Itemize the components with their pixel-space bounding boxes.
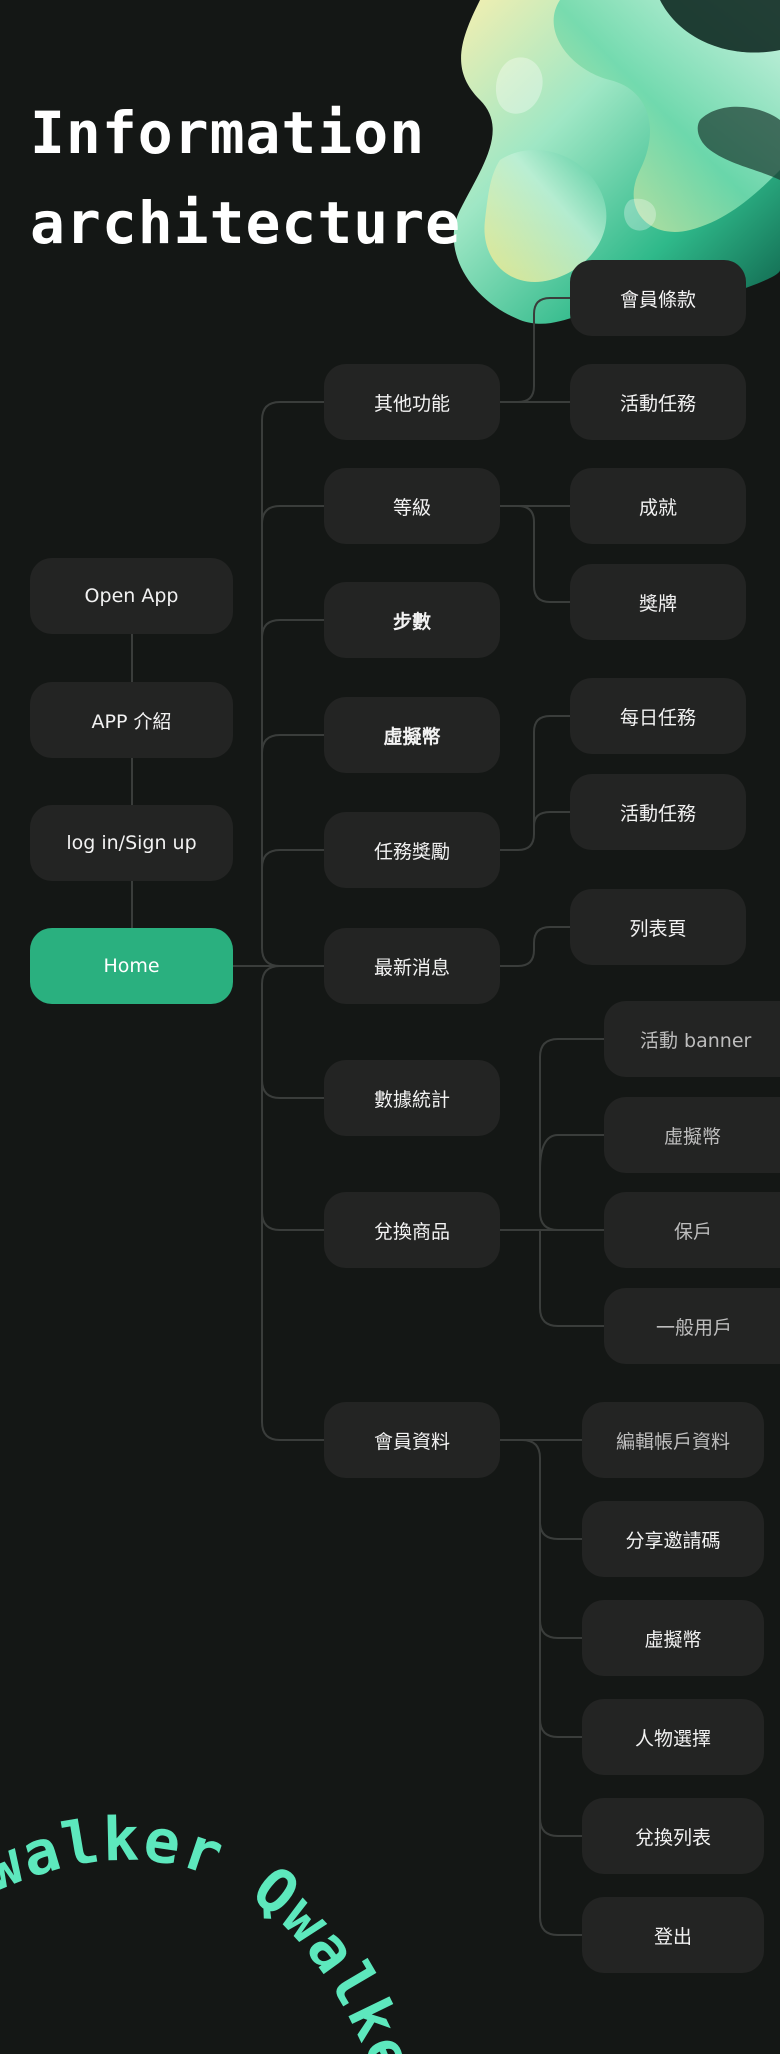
sub-node-label: 分享邀請碼: [625, 1529, 721, 1552]
flow-node-label: APP 介紹: [91, 710, 172, 733]
module-node-label: 等級: [392, 496, 431, 519]
module-node-member[interactable]: 會員資料: [324, 1402, 500, 1478]
sub-node-label: 每日任務: [619, 706, 696, 729]
sub-node-event-banner[interactable]: 活動 banner: [604, 1001, 780, 1077]
flow-node-home[interactable]: Home: [30, 928, 233, 1004]
sub-node-list-page[interactable]: 列表頁: [570, 889, 746, 965]
title-line-1: Information: [30, 99, 426, 167]
module-node-label: 任務獎勵: [373, 840, 450, 863]
sub-node-label: 活動任務: [619, 802, 696, 825]
module-node-label: 兌換商品: [373, 1220, 450, 1243]
sub-node-label: 虛擬幣: [664, 1125, 722, 1148]
sub-node-label: 兌換列表: [634, 1826, 711, 1849]
module-node-label: 最新消息: [373, 956, 450, 979]
sub-node-event-task[interactable]: 活動任務: [570, 364, 746, 440]
module-node-stats[interactable]: 數據統計: [324, 1060, 500, 1136]
flow-node-label: Open App: [84, 585, 179, 607]
sub-node-daily-task[interactable]: 每日任務: [570, 678, 746, 754]
sub-node-label: 保戶: [674, 1220, 713, 1243]
sub-node-event-task-b[interactable]: 活動任務: [570, 774, 746, 850]
sub-node-coin-c[interactable]: 虛擬幣: [582, 1600, 764, 1676]
sub-node-insured[interactable]: 保戶: [604, 1192, 780, 1268]
module-node-exchange[interactable]: 兌換商品: [324, 1192, 500, 1268]
brand-curve-label: Qwalker Qwalke: [0, 1805, 426, 2054]
module-node-label: 會員資料: [373, 1430, 450, 1453]
brand-curve-text: Qwalker Qwalke: [0, 1805, 428, 2054]
sub-node-medal[interactable]: 獎牌: [570, 564, 746, 640]
page-title: Information architecture: [30, 88, 461, 268]
sub-node-label: 活動任務: [619, 392, 696, 415]
sub-node-share-invite[interactable]: 分享邀請碼: [582, 1501, 764, 1577]
sub-node-logout[interactable]: 登出: [582, 1897, 764, 1973]
sub-node-label: 活動 banner: [640, 1029, 752, 1052]
sub-node-coin-b[interactable]: 虛擬幣: [604, 1097, 780, 1173]
module-node-level[interactable]: 等級: [324, 468, 500, 544]
sub-node-label: 列表頁: [629, 917, 687, 940]
flow-node-app-intro[interactable]: APP 介紹: [30, 682, 233, 758]
sub-node-exchange-list[interactable]: 兌換列表: [582, 1798, 764, 1874]
sub-node-general-user[interactable]: 一般用戶: [604, 1288, 780, 1364]
sub-node-terms[interactable]: 會員條款: [570, 260, 746, 336]
sub-node-label: 編輯帳戶資料: [615, 1430, 730, 1453]
module-node-other[interactable]: 其他功能: [324, 364, 500, 440]
flow-node-label: log in/Sign up: [66, 832, 197, 854]
sub-node-label: 登出: [653, 1925, 692, 1948]
module-node-label: 其他功能: [373, 392, 450, 415]
sub-node-edit-account[interactable]: 編輯帳戶資料: [582, 1402, 764, 1478]
module-node-label: 步數: [392, 610, 431, 633]
module-node-steps[interactable]: 步數: [324, 582, 500, 658]
sub-node-achievement[interactable]: 成就: [570, 468, 746, 544]
module-node-news[interactable]: 最新消息: [324, 928, 500, 1004]
decorative-3d-blob: [453, 0, 780, 324]
flow-node-open-app[interactable]: Open App: [30, 558, 233, 634]
sub-node-label: 虛擬幣: [644, 1628, 702, 1651]
flow-node-label: Home: [103, 955, 160, 977]
sub-node-label: 會員條款: [619, 288, 696, 311]
sub-node-label: 一般用戶: [656, 1316, 733, 1339]
module-node-coin[interactable]: 虛擬幣: [324, 697, 500, 773]
module-node-task-reward[interactable]: 任務獎勵: [324, 812, 500, 888]
svg-text:Qwalker Qwalke: Qwalker Qwalke: [0, 1805, 428, 2054]
sub-node-label: 成就: [638, 496, 677, 519]
module-node-label: 數據統計: [373, 1088, 450, 1111]
sub-node-label: 人物選擇: [634, 1727, 711, 1750]
sub-node-character[interactable]: 人物選擇: [582, 1699, 764, 1775]
sub-node-label: 獎牌: [638, 592, 677, 615]
title-line-2: architecture: [30, 189, 462, 257]
flow-node-login[interactable]: log in/Sign up: [30, 805, 233, 881]
module-node-label: 虛擬幣: [383, 725, 441, 748]
